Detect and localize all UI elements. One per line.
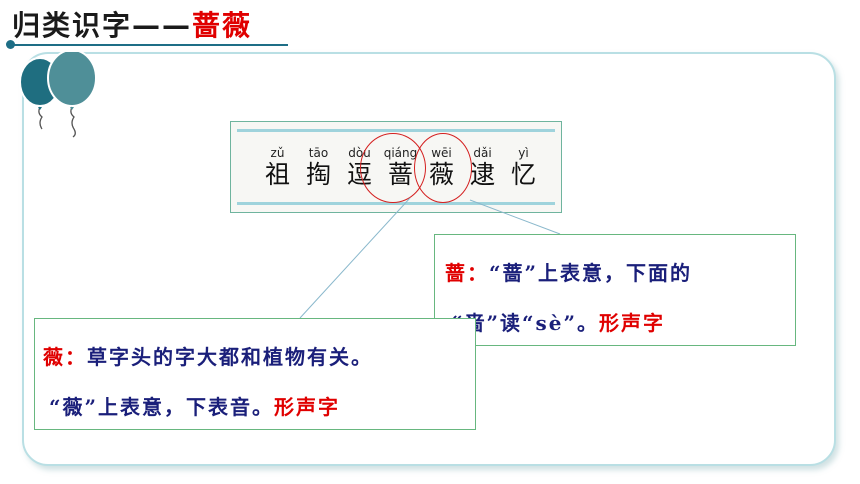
title-highlight: 蔷薇 (192, 9, 253, 42)
callout-wei-tag: 形声字 (274, 395, 341, 419)
callout-qiang-line2: “啬”读“sè”。形声字 (451, 307, 665, 336)
pinyin: yì (518, 146, 529, 160)
callout-wei-line2: “薇”上表意，下表音。形声字 (49, 391, 340, 420)
callout-qiang: 蔷：“蔷”上表意，下面的 “啬”读“sè”。形声字 (434, 234, 796, 346)
strip-top-border (237, 129, 555, 132)
callout-qiang-tag: 形声字 (599, 311, 665, 335)
callout-wei-line1: 薇：草字头的字大都和植物有关。 (43, 341, 373, 370)
callout-qiang-text1: “蔷”上表意，下面的 (489, 261, 693, 285)
pinyin: zǔ (270, 146, 285, 160)
callout-wei-text1: 草字头的字大都和植物有关。 (87, 345, 373, 369)
hanzi: 祖 (264, 160, 290, 189)
title-main: 归类识字—— (12, 9, 193, 42)
callout-wei: 薇：草字头的字大都和植物有关。 “薇”上表意，下表音。形声字 (34, 318, 476, 430)
callout-qiang-line1: 蔷：“蔷”上表意，下面的 (445, 257, 692, 286)
hanzi: 掏 (305, 160, 331, 189)
pinyin: dǎi (473, 146, 492, 160)
title-underline (10, 44, 288, 46)
hanzi: 逮 (469, 160, 495, 189)
page-title: 归类识字——蔷薇 (12, 4, 252, 44)
callout-wei-text2: “薇”上表意，下表音。 (49, 395, 275, 419)
callout-qiang-head: 蔷： (445, 261, 489, 285)
balloons-icon (19, 52, 97, 138)
hanzi: 忆 (510, 160, 536, 189)
highlight-circle-wei (414, 133, 472, 203)
pinyin: tāo (308, 146, 329, 160)
callout-wei-head: 薇： (43, 345, 87, 369)
